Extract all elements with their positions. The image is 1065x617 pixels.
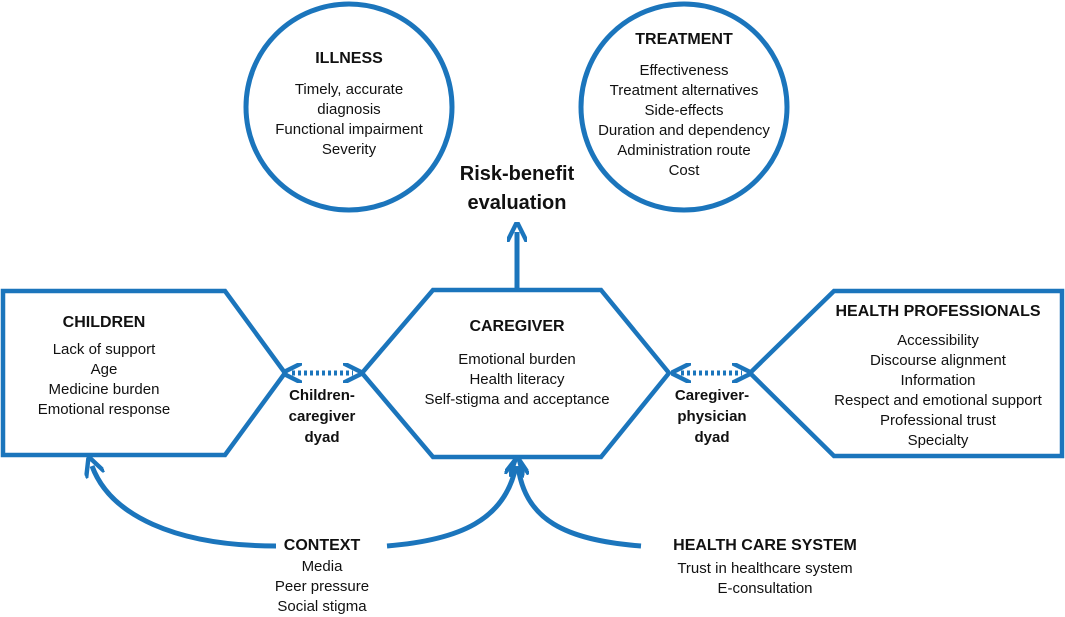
illness-circle xyxy=(243,1,455,213)
illness-title: ILLNESS xyxy=(315,50,383,67)
risk-benefit-line: evaluation xyxy=(467,192,567,214)
risk-benefit-label: Risk-benefit evaluation xyxy=(437,160,597,218)
context-block: CONTEXT Media Peer pressure Social stigm… xyxy=(252,535,392,617)
health-professionals-item: Discourse alignment xyxy=(870,352,1006,369)
illness-block: ILLNESS Timely, accurate diagnosis Funct… xyxy=(249,48,449,160)
treatment-item: Treatment alternatives xyxy=(609,82,759,99)
health-professionals-item: Specialty xyxy=(907,432,969,449)
health-care-system-to-caregiver-arrow xyxy=(518,466,642,549)
treatment-item: Duration and dependency xyxy=(598,122,770,139)
dyad-label-line: dyad xyxy=(304,429,340,446)
treatment-circle xyxy=(578,1,790,213)
caregiver-block: CAREGIVER Emotional burden Health litera… xyxy=(417,316,617,410)
caregiver-physician-dyad-label: Caregiver- physician dyad xyxy=(662,385,762,448)
dyad-label-line: physician xyxy=(677,408,747,425)
treatment-block: TREATMENT Effectiveness Treatment altern… xyxy=(574,29,794,181)
illness-item: Timely, accurate xyxy=(294,81,404,98)
health-professionals-block: HEALTH PROFESSIONALS Accessibility Disco… xyxy=(818,301,1058,451)
caregiver-item: Health literacy xyxy=(469,371,565,388)
context-to-caregiver-arrow xyxy=(386,466,516,549)
treatment-title: TREATMENT xyxy=(635,31,733,48)
treatment-item: Effectiveness xyxy=(639,62,729,79)
children-shape xyxy=(0,288,288,458)
children-item: Medicine burden xyxy=(48,381,160,398)
dyad-label-line: Children- xyxy=(289,387,355,404)
children-title: CHILDREN xyxy=(62,314,146,331)
caregiver-item: Emotional burden xyxy=(458,351,576,368)
illness-item: Functional impairment xyxy=(275,121,423,138)
children-block: CHILDREN Lack of support Age Medicine bu… xyxy=(14,312,194,420)
dyad-label-line: Caregiver- xyxy=(674,387,750,404)
illness-item: diagnosis xyxy=(317,101,381,118)
health-care-system-item: Trust in healthcare system xyxy=(677,560,853,577)
treatment-item: Administration route xyxy=(617,142,751,159)
health-professionals-item: Respect and emotional support xyxy=(834,392,1042,409)
children-item: Lack of support xyxy=(52,341,156,358)
context-title: CONTEXT xyxy=(283,537,361,554)
health-professionals-title: HEALTH PROFESSIONALS xyxy=(835,303,1041,320)
dyad-label-line: caregiver xyxy=(288,408,356,425)
treatment-item: Side-effects xyxy=(644,102,724,119)
health-professionals-shape xyxy=(746,288,1065,459)
dyad-label-line: dyad xyxy=(694,429,730,446)
context-item: Peer pressure xyxy=(274,578,370,595)
children-item: Age xyxy=(90,361,118,378)
health-care-system-title: HEALTH CARE SYSTEM xyxy=(673,537,857,554)
caregiver-title: CAREGIVER xyxy=(469,318,565,335)
context-item: Media xyxy=(301,558,343,575)
health-care-system-block: HEALTH CARE SYSTEM Trust in healthcare s… xyxy=(645,535,885,599)
caregiver-item: Self-stigma and acceptance xyxy=(424,391,610,408)
health-professionals-item: Professional trust xyxy=(880,412,996,429)
context-item: Social stigma xyxy=(277,598,367,615)
health-care-system-item: E-consultation xyxy=(717,580,813,597)
health-professionals-item: Information xyxy=(900,372,976,389)
context-to-children-arrow xyxy=(92,466,277,549)
children-item: Emotional response xyxy=(37,401,171,418)
illness-item: Severity xyxy=(321,141,377,158)
treatment-item: Cost xyxy=(668,162,700,179)
risk-benefit-line: Risk-benefit xyxy=(459,163,575,185)
health-professionals-item: Accessibility xyxy=(897,332,979,349)
children-caregiver-dyad-label: Children- caregiver dyad xyxy=(272,385,372,448)
